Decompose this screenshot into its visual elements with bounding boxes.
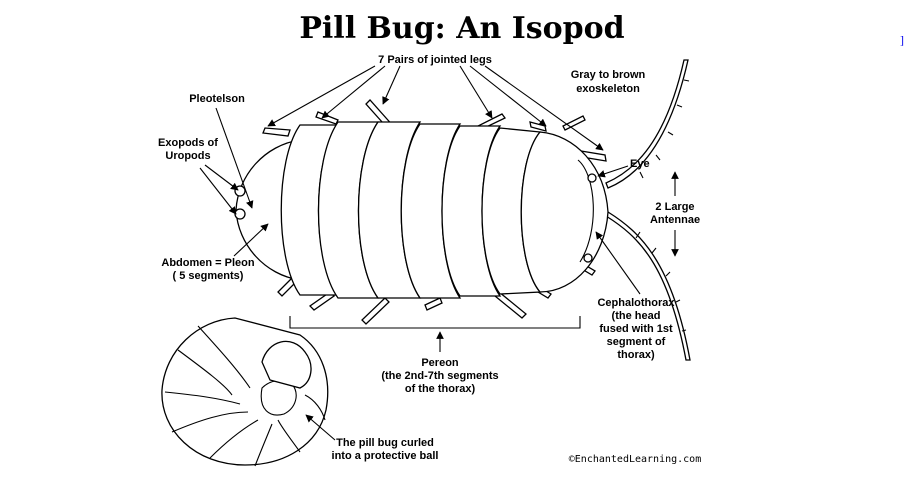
label-pereon: Pereon (the 2nd-7th segments of the thor… [289,316,581,395]
label-eye: Eye [597,158,650,178]
svg-text:thorax): thorax) [617,349,655,361]
label-curled: The pill bug curled into a protective ba… [305,414,439,462]
label-pleotelson: Pleotelson [189,93,254,209]
label-abdomen: Abdomen = Pleon ( 5 segments) [161,223,269,282]
svg-text:( 5 segments): ( 5 segments) [173,270,244,282]
diagram-title: Pill Bug: An Isopod [299,11,624,46]
svg-text:(the head: (the head [612,310,661,322]
svg-text:segment of: segment of [607,336,666,348]
svg-text:2 Large: 2 Large [655,201,694,213]
pill-bug-body [234,59,691,361]
edge-link[interactable]: ] [900,33,904,47]
svg-text:Antennae: Antennae [650,214,700,226]
label-cephalothorax: Cephalothorax (the head fused with 1st s… [595,231,675,361]
label-exoskeleton: Gray to brown exoskeleton [571,69,646,95]
svg-text:fused with 1st: fused with 1st [599,323,673,335]
svg-text:Gray to brown: Gray to brown [571,69,646,81]
svg-text:into a protective ball: into a protective ball [332,450,439,462]
svg-text:Cephalothorax: Cephalothorax [597,297,675,309]
svg-text:exoskeleton: exoskeleton [576,83,640,95]
svg-text:The pill bug curled: The pill bug curled [336,437,434,449]
svg-text:of the thorax): of the thorax) [405,383,476,395]
copyright: ©EnchantedLearning.com [569,454,701,465]
svg-text:Pleotelson: Pleotelson [189,93,245,105]
antennae [605,59,691,361]
eye-dot-lower [583,253,593,263]
body-segments [280,121,609,299]
svg-text:Exopods of: Exopods of [158,137,218,149]
svg-text:Uropods: Uropods [165,150,210,162]
label-exopods: Exopods of Uropods [158,137,239,215]
svg-text:Pereon: Pereon [421,357,459,369]
svg-text:(the 2nd-7th segments: (the 2nd-7th segments [381,370,498,382]
svg-text:Abdomen = Pleon: Abdomen = Pleon [161,257,254,269]
svg-text:7 Pairs of jointed legs: 7 Pairs of jointed legs [378,54,492,66]
eye-dot [587,173,597,183]
label-legs: 7 Pairs of jointed legs [267,54,604,151]
label-antennae: 2 Large Antennae [650,171,700,257]
curled-pill-bug [161,317,329,467]
svg-text:Eye: Eye [630,158,650,170]
